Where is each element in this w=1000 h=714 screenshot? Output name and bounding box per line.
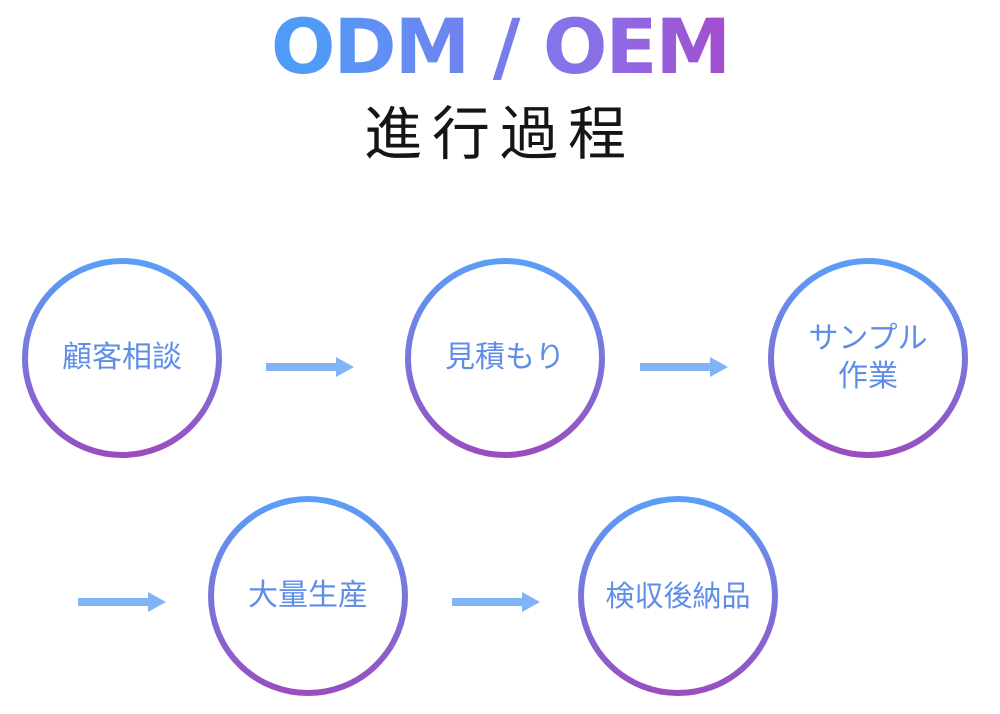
step-circle-delivery: 検収後納品 <box>578 496 778 696</box>
circle-ring-icon <box>768 258 968 458</box>
page-subtitle: 進行過程 <box>363 100 636 168</box>
step-circle-mass-production: 大量生産 <box>208 496 408 696</box>
step-label: 見積もり <box>445 340 565 375</box>
step-label: 顧客相談 <box>62 340 182 375</box>
step-label: サンプル 作業 <box>808 321 928 394</box>
circle-ring-icon <box>208 496 408 696</box>
arrow-right-icon <box>266 357 354 377</box>
arrow-right-icon <box>78 592 166 612</box>
step-label: 検収後納品 <box>605 579 751 613</box>
circle-ring-icon <box>405 258 605 458</box>
step-circle-sample: サンプル 作業 <box>768 258 968 458</box>
step-circle-consultation: 顧客相談 <box>22 258 222 458</box>
step-label: 大量生産 <box>248 578 368 613</box>
step-circle-quote: 見積もり <box>405 258 605 458</box>
circle-ring-icon <box>578 496 778 696</box>
circle-ring-icon <box>22 258 222 458</box>
page-title: ODM / OEM <box>0 2 1000 92</box>
arrow-right-icon <box>640 357 728 377</box>
arrow-right-icon <box>452 592 540 612</box>
